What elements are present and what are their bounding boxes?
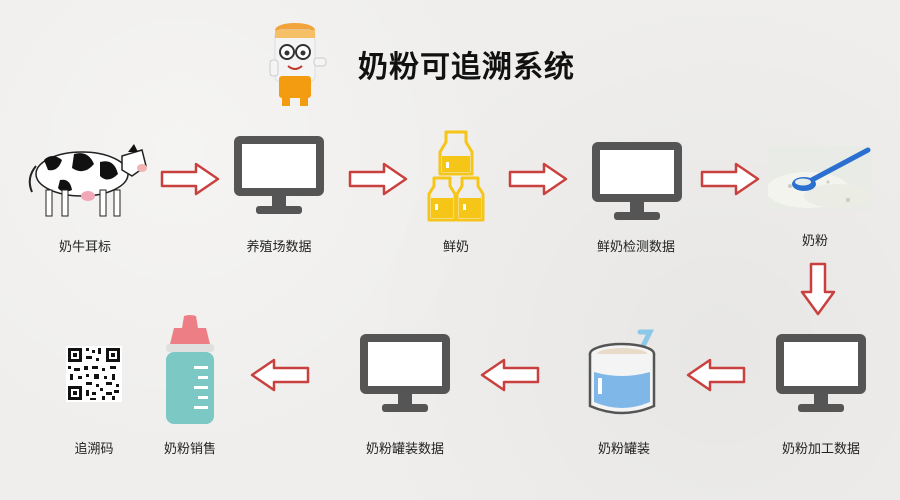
node-label-canning: 奶粉罐装 (597, 442, 650, 457)
node-label-milk-powder: 奶粉 (801, 234, 828, 249)
arrow-right-icon (700, 162, 760, 196)
node-label-trace-code: 追溯码 (74, 442, 114, 457)
page-title: 奶粉可追溯系统 (358, 50, 575, 85)
node-label-fresh-milk: 鲜奶 (442, 240, 469, 255)
arrow-right-icon (348, 162, 408, 196)
arrow-right-icon (160, 162, 220, 196)
node-label-ear-tag: 奶牛耳标 (58, 240, 111, 255)
arrow-left-icon (686, 358, 746, 392)
monitor-icon (592, 142, 682, 220)
powder-scoop-icon (768, 146, 872, 210)
node-label-sales: 奶粉销售 (163, 442, 216, 457)
baby-bottle-icon (166, 315, 214, 424)
milk-bottles-icon (427, 130, 485, 222)
arrow-right-icon (508, 162, 568, 196)
arrow-left-icon (480, 358, 540, 392)
monitor-icon (776, 334, 866, 412)
formula-can-icon (588, 329, 656, 415)
monitor-icon (234, 136, 324, 214)
node-label-milk-test-data: 鲜奶检测数据 (596, 240, 675, 255)
node-label-canning-data: 奶粉罐装数据 (365, 442, 444, 457)
node-label-farm-data: 养殖场数据 (246, 240, 312, 255)
arrow-left-icon (250, 358, 310, 392)
arrow-down-icon (800, 262, 836, 316)
monitor-icon (360, 334, 450, 412)
cow-icon (28, 144, 147, 217)
node-label-processing-data: 奶粉加工数据 (781, 442, 860, 457)
mascot-icon (269, 23, 327, 106)
qr-code-icon (66, 346, 122, 402)
